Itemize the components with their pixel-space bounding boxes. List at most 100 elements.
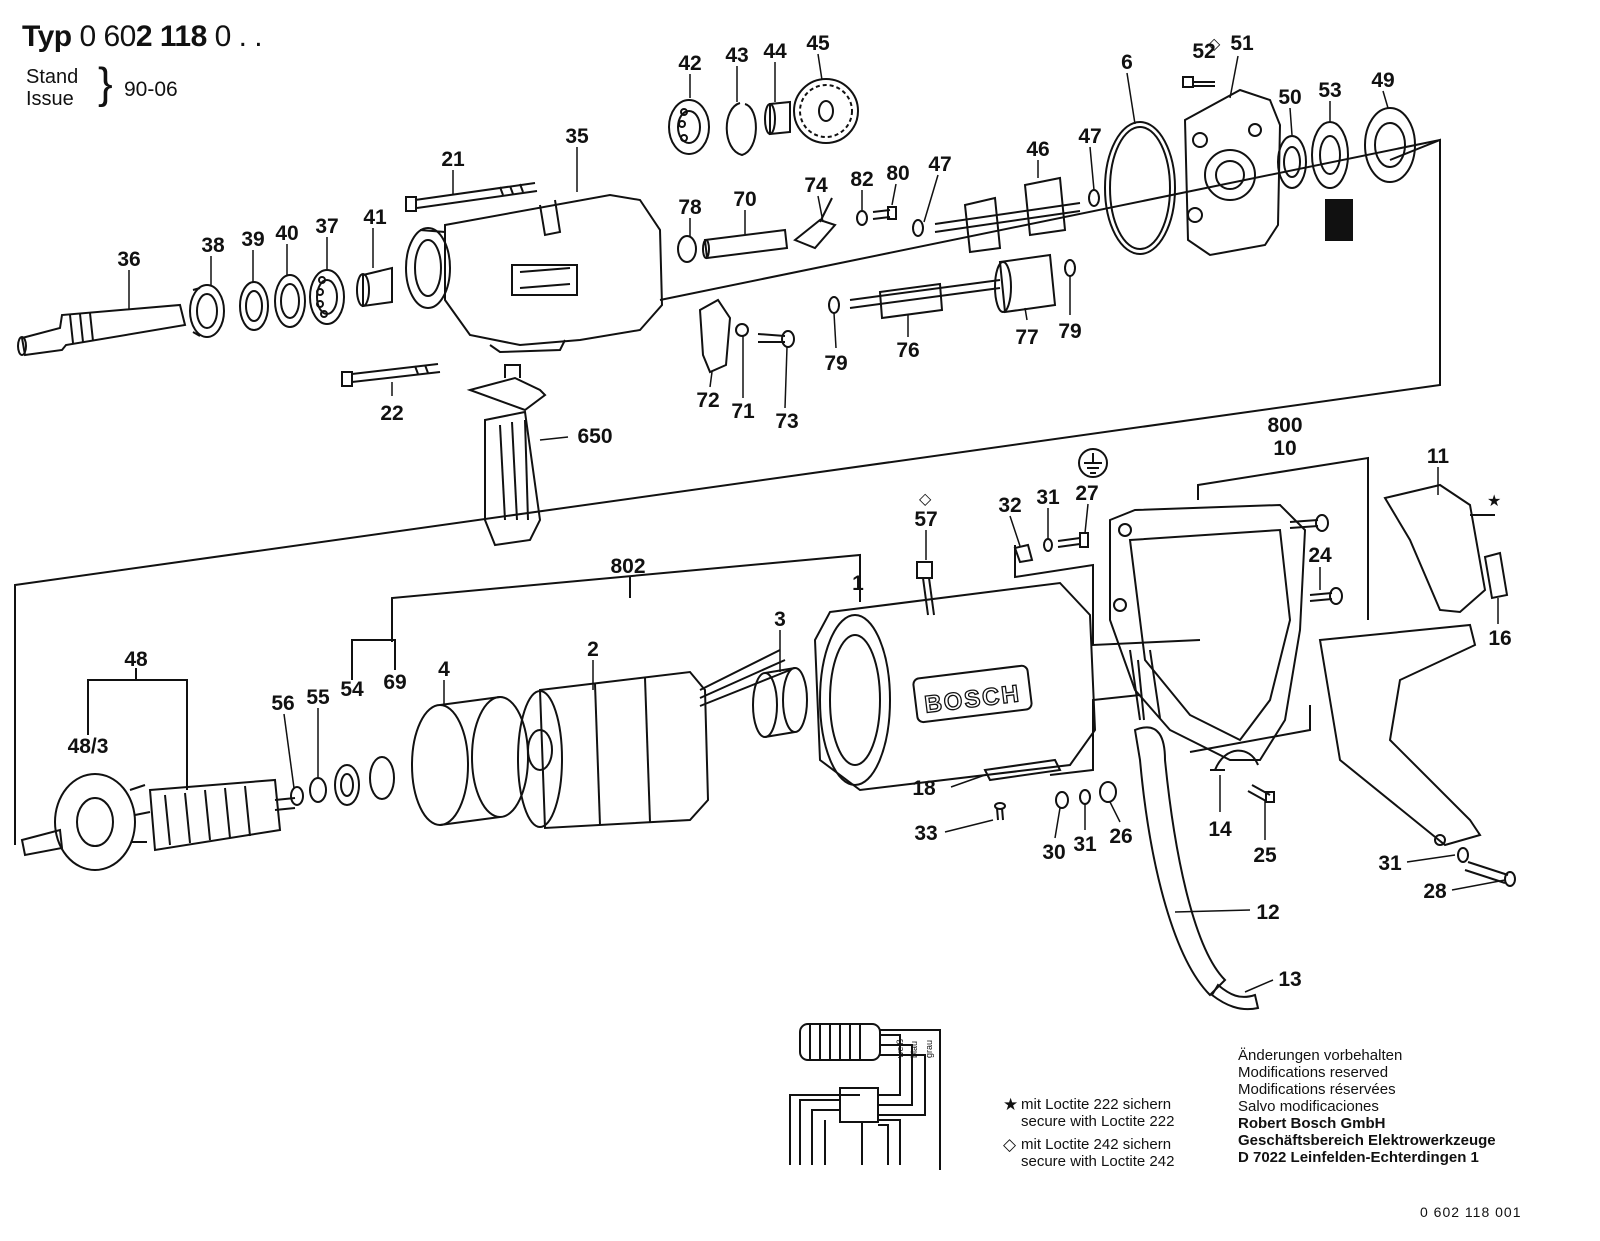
shaft-76 — [849, 279, 1001, 320]
part-label-20: 36 — [117, 248, 140, 271]
part-label-58: 31 — [1073, 833, 1097, 856]
bracket-32 — [1014, 545, 1201, 647]
part-label-22: 39 — [241, 228, 264, 251]
part-label-24: 37 — [315, 215, 338, 238]
motor-housing-1 — [813, 581, 1097, 792]
company-line2: Geschäftsbereich Elektrowerkzeuge — [1238, 1132, 1496, 1149]
washer-47a — [912, 219, 924, 237]
cable-guard-12 — [1129, 649, 1227, 997]
lever-74 — [793, 197, 837, 250]
star-icon: ★ — [1003, 1095, 1019, 1114]
part-label-43: 16 — [1488, 627, 1511, 650]
diamond-icon-57: ◇ — [919, 489, 932, 508]
diamond-icon: ◇ — [1003, 1135, 1017, 1154]
part-label-0: 42 — [678, 52, 701, 75]
legend-star-row: ★ mit Loctite 222 sichern secure with Lo… — [1003, 1096, 1174, 1130]
part-label-32: 73 — [775, 410, 798, 433]
shaft-46 — [934, 176, 1081, 254]
screws-25 — [1247, 784, 1275, 803]
part-label-57: 30 — [1042, 841, 1065, 864]
legend-star-line1: mit Loctite 222 sichern — [1021, 1096, 1172, 1113]
part-label-64: 12 — [1256, 901, 1279, 924]
part-label-16: 80 — [886, 162, 909, 185]
fan-48-3 — [20, 773, 151, 871]
part-label-14: 74 — [804, 174, 828, 197]
washer-56 — [290, 786, 304, 806]
switch-11 — [1383, 483, 1487, 614]
part-label-36: 10 — [1273, 437, 1296, 460]
mains-cable-13 — [1210, 983, 1260, 1011]
bearing-54 — [334, 764, 360, 806]
screw-73 — [757, 330, 795, 348]
part-label-30: 72 — [696, 389, 719, 412]
part-label-35: 800 — [1267, 414, 1302, 437]
knob-72 — [698, 298, 732, 374]
ring-50 — [1277, 135, 1307, 189]
part-label-6: 51 — [1230, 32, 1254, 55]
issue-date: 90-06 — [124, 78, 178, 101]
leader-lines — [128, 53, 1506, 993]
clip-32 — [1013, 543, 1034, 564]
part-label-42: 24 — [1308, 544, 1332, 567]
bracket-802 — [391, 553, 861, 642]
upper-group-frame — [14, 138, 1441, 845]
ball-bearing-37 — [309, 269, 345, 325]
modification-notes: Änderungen vorbehalten Modifications res… — [1238, 1047, 1496, 1166]
part-label-11: 21 — [441, 148, 465, 171]
note-line3: Modifications réservées — [1238, 1081, 1396, 1098]
part-label-60: 14 — [1208, 818, 1232, 841]
star-icon-11: ★ — [1487, 491, 1501, 510]
part-label-23: 40 — [275, 222, 298, 245]
part-label-7: 50 — [1278, 86, 1301, 109]
part-label-56: 33 — [914, 822, 937, 845]
part-label-55: 18 — [912, 777, 936, 800]
bearing-42 — [668, 99, 710, 155]
bearing-flange-51 — [1183, 88, 1282, 257]
washer-47b — [1088, 189, 1100, 207]
part-label-52: 69 — [383, 671, 406, 694]
diamond-icon-52: ◇ — [1208, 34, 1221, 53]
part-label-53: 4 — [438, 658, 450, 681]
part-label-37: 11 — [1427, 445, 1450, 468]
part-label-19: 47 — [1078, 125, 1101, 148]
part-label-45: 1 — [852, 572, 864, 595]
part-label-18: 46 — [1026, 138, 1049, 161]
ring-3 — [752, 667, 808, 738]
air-baffle-4 — [411, 696, 529, 826]
part-label-3: 45 — [806, 32, 830, 55]
part-label-29: 79 — [1058, 320, 1081, 343]
typ-number-light: 0 60 — [79, 20, 136, 53]
part-label-47: 3 — [774, 608, 786, 631]
type-designation: Typ 0 602 118 0 . . — [22, 20, 263, 54]
screw-21 — [405, 182, 538, 212]
part-label-46: 48 — [124, 648, 148, 671]
auxiliary-handle-650 — [466, 364, 547, 547]
ring-39 — [239, 281, 269, 331]
bracket-30 — [1049, 694, 1141, 776]
housing-brand: BOSCH — [923, 680, 1022, 719]
document-number: 0 602 118 001 — [1420, 1204, 1522, 1220]
typ-label: Typ — [22, 20, 72, 53]
part-label-4: 6 — [1121, 51, 1133, 74]
part-label-17: 47 — [928, 153, 951, 176]
bracket-14 — [1189, 705, 1311, 753]
part-label-34: 650 — [577, 425, 612, 448]
gear-45 — [793, 78, 859, 144]
part-label-39: 32 — [998, 494, 1021, 517]
washer-79a — [828, 296, 840, 314]
screw-27 — [1057, 532, 1089, 548]
washer-82 — [856, 210, 868, 226]
part-label-5: 52 — [1192, 40, 1215, 63]
o-ring-6 — [1104, 121, 1176, 255]
part-label-48: 2 — [587, 638, 599, 661]
part-label-44: 802 — [610, 555, 645, 578]
legend-diamond-row: ◇ mit Loctite 242 sichern secure with Lo… — [1003, 1136, 1174, 1170]
washer-31c — [1457, 847, 1469, 863]
lubricant-tin — [1325, 199, 1353, 241]
legend-diamond-line2: secure with Loctite 242 — [1021, 1153, 1175, 1170]
screw-80 — [872, 206, 897, 220]
wiring-labels: weiß blau grau — [895, 1038, 934, 1059]
wiring-diagram — [789, 1023, 941, 1170]
part-label-51: 54 — [340, 678, 364, 701]
legend-star-line2: secure with Loctite 222 — [1021, 1113, 1175, 1130]
